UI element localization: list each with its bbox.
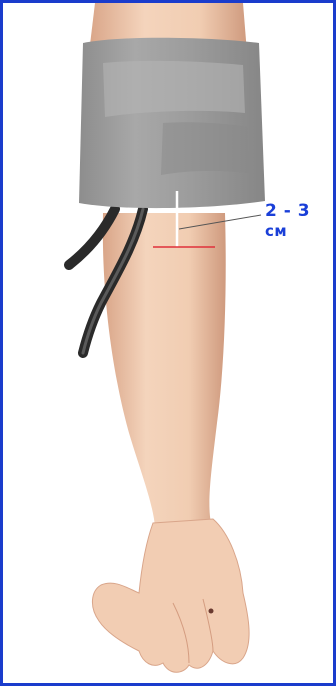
hand <box>92 519 249 672</box>
cuff-placement-illustration <box>3 3 336 686</box>
distance-unit-label: см <box>265 222 287 240</box>
distance-range-label: 2 - 3 <box>265 201 310 221</box>
